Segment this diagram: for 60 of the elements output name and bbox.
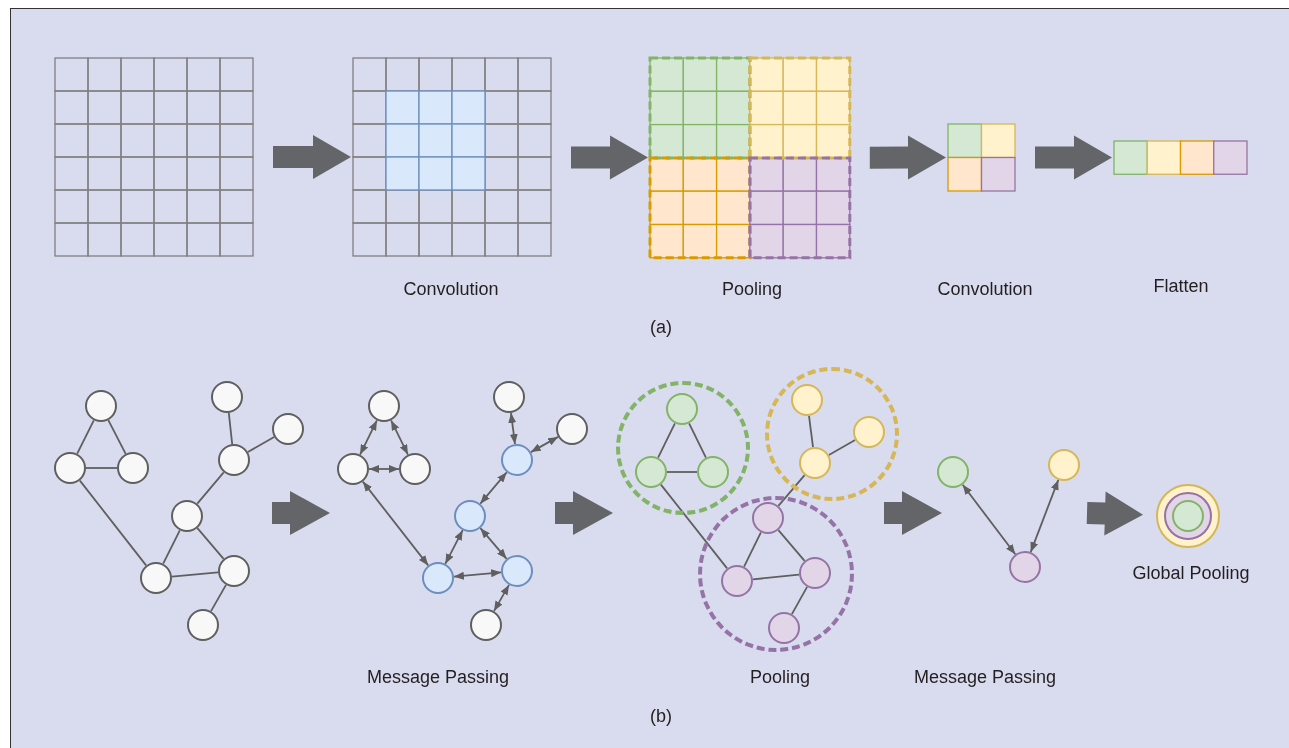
double-arrow: [444, 529, 464, 565]
graph-edge: [171, 571, 219, 578]
graph-edge: [777, 529, 806, 562]
graph-edge: [828, 439, 856, 456]
double-arrow: [493, 584, 510, 612]
graph-edge: [162, 529, 181, 565]
graph-edge: [247, 436, 275, 453]
double-arrow: [479, 527, 508, 560]
double-arrow: [453, 569, 502, 580]
double-arrow: [479, 471, 508, 505]
caption: Message Passing: [913, 666, 1057, 688]
graph-edge: [791, 586, 808, 615]
graph-edge: [660, 483, 728, 570]
cluster-circle: [616, 381, 750, 515]
double-arrow: [508, 412, 518, 445]
caption: Global Pooling: [1132, 562, 1250, 584]
double-arrow: [368, 465, 400, 473]
graph-edge: [79, 479, 147, 567]
cluster-circle: [765, 367, 899, 501]
pooled-node: [1164, 492, 1212, 540]
graph-edge: [657, 422, 676, 459]
double-arrow: [361, 480, 430, 567]
double-arrow: [530, 436, 559, 453]
pixel-grid: [353, 58, 551, 256]
caption: Pooling: [750, 666, 810, 688]
graph-edge: [752, 573, 800, 581]
block-arrow: [571, 135, 648, 180]
block-arrow: [869, 135, 946, 180]
caption: Message Passing: [366, 666, 510, 688]
graph-edge: [76, 419, 95, 455]
graph-edge: [196, 471, 225, 505]
caption: Flatten: [1153, 275, 1209, 297]
graph-edge: [227, 412, 234, 445]
graph-edge: [688, 422, 707, 459]
block-arrow: [273, 135, 351, 179]
panel-label: (b): [650, 705, 672, 727]
graph-edge: [196, 527, 225, 560]
block-arrow: [1086, 491, 1143, 536]
graph-edge: [777, 474, 806, 507]
block-arrow: [1035, 135, 1112, 180]
graph-edge: [666, 471, 698, 473]
double-arrow: [359, 419, 378, 456]
pooled-node: [1172, 500, 1204, 532]
caption: Convolution: [403, 278, 499, 300]
caption: Convolution: [937, 278, 1033, 300]
graph-edge: [107, 419, 127, 455]
pixel-grid: [55, 58, 253, 256]
graph-edge: [743, 531, 762, 568]
caption: Pooling: [722, 278, 782, 300]
double-arrow: [961, 483, 1017, 556]
panel-label: (a): [650, 316, 672, 338]
double-arrow: [1029, 479, 1060, 553]
pixel-grid: [1114, 141, 1247, 175]
graph-edge: [808, 415, 814, 448]
graph-edge: [210, 584, 227, 612]
cluster-circle: [698, 496, 854, 652]
pixel-grid: [650, 58, 850, 258]
pixel-grid: [948, 124, 1015, 191]
graph-edge: [85, 467, 118, 469]
double-arrow: [390, 419, 409, 456]
